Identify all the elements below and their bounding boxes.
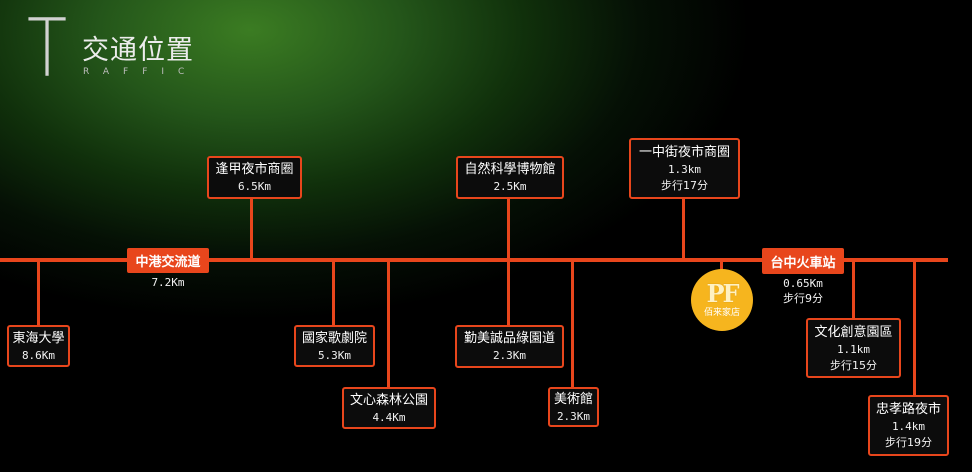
page-subtitle: RAFFIC [83, 67, 199, 77]
place-distance: 1.4km [891, 420, 926, 433]
connector-science-museum-greenway [507, 198, 510, 326]
place-science-museum: 自然科學博物館 2.5Km [456, 156, 564, 199]
place-name: 逢甲夜市商圈 [215, 162, 294, 177]
title-initial: T [27, 2, 68, 95]
place-distance: 1.3km [667, 163, 702, 176]
place-walk-time: 步行15分 [830, 358, 877, 372]
place-name: 東海大學 [12, 330, 65, 346]
logo-mark: PF [706, 278, 739, 308]
place-zhongxiao-market: 忠孝路夜市 1.4km 步行19分 [868, 395, 949, 456]
place-distance: 2.5Km [493, 180, 527, 193]
place-distance: 8.6Km [21, 348, 56, 362]
place-name: 忠孝路夜市 [875, 402, 941, 417]
hotel-logo: PF 佰来家店 [691, 269, 753, 331]
place-walk-time: 步行19分 [885, 436, 932, 449]
place-distance: 4.4Km [372, 410, 406, 424]
place-name: 一中街夜市商圈 [638, 145, 730, 160]
place-distance: 2.3Km [556, 409, 591, 423]
hub-station-walk-time: 步行9分 [783, 292, 823, 305]
connector-tunghai [37, 260, 40, 326]
place-distance: 6.5Km [237, 180, 272, 193]
place-opera: 國家歌劇院 5.3Km [294, 325, 375, 367]
place-name: 文心森林公園 [349, 392, 428, 408]
hub-interchange: 中港交流道 [127, 248, 209, 273]
connector-wenxin-park [387, 260, 390, 388]
connector-art-museum [571, 260, 574, 388]
place-greenway: 勤美誠品綠園道 2.3Km [455, 325, 564, 368]
logo-name: 佰来家店 [703, 307, 740, 318]
place-yizhong: 一中街夜市商圈 1.3km 步行17分 [629, 138, 740, 199]
place-name: 美術館 [553, 391, 593, 407]
place-art-museum: 美術館 2.3Km [548, 387, 599, 427]
place-distance: 5.3Km [317, 348, 352, 362]
page-title: 交通位置 [82, 35, 194, 66]
hub-station-distance: 0.65Km [783, 277, 823, 290]
connector-opera [332, 260, 335, 326]
hub-interchange-info: 7.2Km [127, 276, 209, 289]
place-walk-time: 步行17分 [661, 179, 708, 192]
connector-fengjia [250, 198, 253, 260]
place-cultural-park: 文化創意園區 1.1km 步行15分 [806, 318, 901, 378]
connector-zhongxiao-market [913, 260, 916, 396]
place-fengjia: 逢甲夜市商圈 6.5Km [207, 156, 302, 199]
connector-logo [720, 260, 723, 272]
place-name: 自然科學博物館 [464, 162, 556, 177]
main-route-line [0, 258, 948, 262]
place-name: 勤美誠品綠園道 [463, 331, 555, 346]
place-name: 國家歌劇院 [301, 330, 367, 346]
hub-interchange-distance: 7.2Km [151, 276, 185, 289]
connector-yizhong [682, 198, 685, 260]
place-distance: 2.3Km [492, 349, 527, 362]
place-tunghai: 東海大學 8.6Km [7, 325, 70, 367]
hub-station-info: 0.65Km 步行9分 [762, 277, 844, 305]
place-distance: 1.1km [836, 342, 871, 356]
hub-station: 台中火車站 [762, 248, 844, 274]
place-wenxin-park: 文心森林公園 4.4Km [342, 387, 436, 429]
place-name: 文化創意園區 [814, 324, 893, 340]
connector-cultural-park [852, 260, 855, 319]
